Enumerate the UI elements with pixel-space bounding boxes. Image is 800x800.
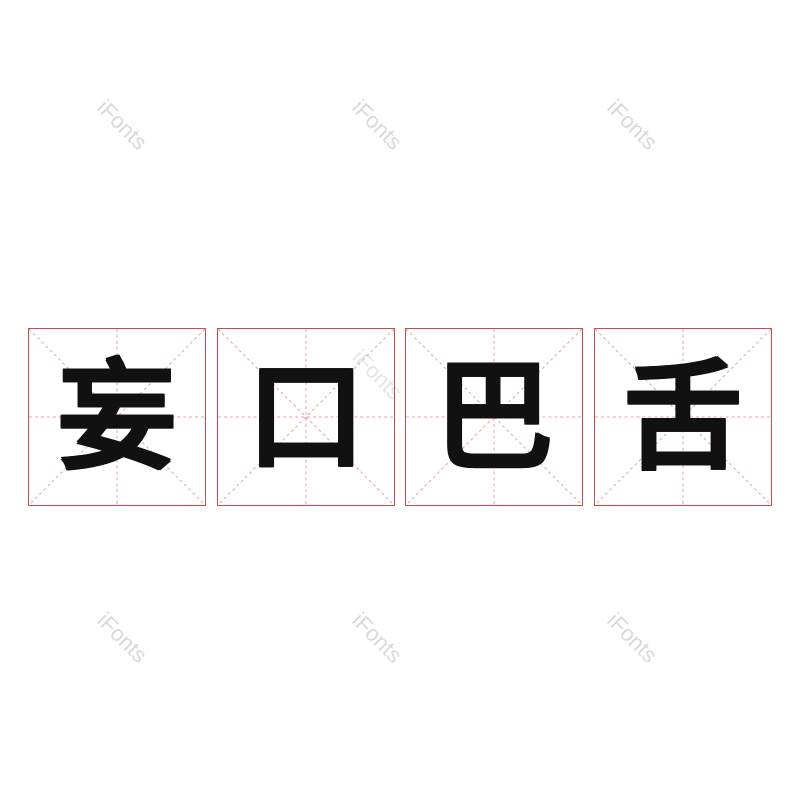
watermark: iFonts [602, 607, 663, 668]
watermark: iFonts [92, 94, 153, 155]
character-glyph: 巴 [434, 348, 553, 486]
watermark: iFonts [92, 607, 153, 668]
character-grid-row: 妄 口 巴 [28, 328, 772, 508]
character-glyph: 口 [246, 348, 365, 486]
character-glyph: 妄 [57, 348, 176, 486]
watermark: iFonts [347, 607, 408, 668]
character-cell: 妄 [28, 328, 206, 506]
character-cell: 舌 [594, 328, 772, 506]
character-cell: 巴 [405, 328, 583, 506]
character-cell: 口 [217, 328, 395, 506]
character-glyph: 舌 [623, 348, 742, 486]
watermark: iFonts [347, 94, 408, 155]
watermark: iFonts [602, 94, 663, 155]
